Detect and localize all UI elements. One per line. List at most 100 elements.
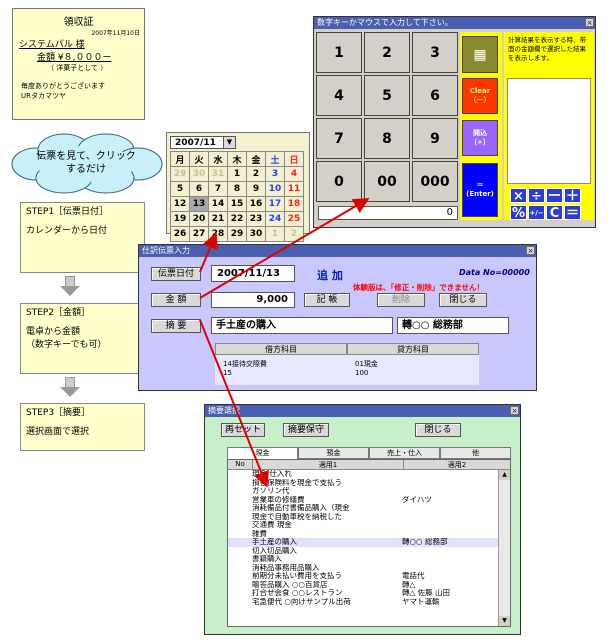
calendar-day[interactable]: 29 [227, 226, 247, 242]
calc-key[interactable]: 8 [364, 118, 410, 159]
calc-key[interactable]: 9 [412, 118, 458, 159]
list-item[interactable]: 消耗備品付書備品購入（現金 [252, 504, 350, 512]
list-item[interactable]: 現金で自動車税を納税した [252, 512, 342, 521]
tab-1[interactable]: 預金 [298, 447, 369, 459]
clear-button[interactable]: Clear （－） [462, 78, 498, 114]
tab-0[interactable]: 現金 [227, 447, 298, 459]
list-item[interactable]: 宅急便代 ○向けサンプル出荷ヤマト運輸 [252, 597, 440, 606]
calc-key[interactable]: 4 [316, 75, 362, 116]
calendar-day[interactable]: 23 [246, 211, 266, 227]
calendar-day[interactable]: 21 [208, 211, 228, 227]
close-button[interactable]: 閉じる [439, 293, 487, 307]
close-icon[interactable]: × [526, 246, 535, 255]
calc-op-key[interactable]: % [510, 205, 527, 221]
calendar-day[interactable]: 13 [189, 196, 209, 212]
calendar-day[interactable]: 9 [246, 181, 266, 197]
calendar-day[interactable]: 28 [208, 226, 228, 242]
list-item[interactable]: 営業車の修繕費ダイハツ [252, 495, 432, 504]
list-item[interactable]: 書籍購入 [252, 555, 282, 563]
calc-op-key[interactable]: × [510, 188, 527, 204]
list-item[interactable]: 損害保険料を現金で支払う [252, 478, 342, 487]
calendar-day[interactable]: 4 [284, 166, 304, 182]
calendar-month-select[interactable]: 2007/11 ▼ [170, 136, 236, 149]
calendar-day[interactable]: 15 [227, 196, 247, 212]
calendar-day[interactable]: 8 [227, 181, 247, 197]
calculator-icon-key[interactable]: ▦ [462, 36, 498, 73]
calc-key[interactable]: 00 [364, 161, 410, 202]
calendar-day[interactable]: 17 [265, 196, 285, 212]
calendar-day[interactable]: 6 [189, 181, 209, 197]
tab-3[interactable]: 他 [440, 447, 511, 459]
description-button[interactable]: 摘 要 [151, 319, 201, 333]
tab-2[interactable]: 売上・仕入 [369, 447, 440, 459]
calc-key[interactable]: 5 [364, 75, 410, 116]
calc-key[interactable]: 0 [316, 161, 362, 202]
close-icon[interactable]: × [510, 406, 519, 415]
calc-op-key[interactable]: ＋ [564, 188, 581, 204]
calendar-day[interactable]: 5 [170, 181, 190, 197]
calendar-day[interactable]: 14 [208, 196, 228, 212]
calc-op-key[interactable]: ÷ [528, 188, 545, 204]
calendar-day[interactable]: 3 [265, 166, 285, 182]
list-item[interactable]: 交通費 現金 [252, 521, 292, 529]
list-item[interactable]: 現金 仕入れ [252, 470, 292, 478]
date-button[interactable]: 伝票日付 [151, 267, 201, 281]
scroll-up-icon[interactable]: ▲ [499, 470, 510, 480]
list-item[interactable]: 前期分未払い費用を支払う電話代 [252, 572, 425, 580]
calendar-day[interactable]: 18 [284, 196, 304, 212]
list-item[interactable]: 打合せ会食 ○○レストラン轉△ 佐藤 山田 [252, 589, 451, 597]
calc-key[interactable]: 6 [412, 75, 458, 116]
maintain-button[interactable]: 摘要保守 [283, 423, 329, 437]
calendar-day[interactable]: 30 [246, 226, 266, 242]
calc-key[interactable]: 7 [316, 118, 362, 159]
list-item[interactable]: 切入切品購入 [252, 546, 297, 555]
scrollbar[interactable]: ▲ ▼ [498, 470, 510, 626]
calc-key[interactable]: 3 [412, 32, 458, 73]
calendar-day[interactable]: 25 [284, 211, 304, 227]
calendar-day[interactable]: 1 [227, 166, 247, 182]
calendar-day[interactable]: 20 [189, 211, 209, 227]
calc-op-key[interactable]: +/− [528, 205, 545, 220]
date-field[interactable]: 2007/11/13 [211, 265, 295, 282]
list-item[interactable]: 雑費 [252, 529, 267, 538]
calendar-day[interactable]: 22 [227, 211, 247, 227]
calc-key[interactable]: 000 [412, 161, 458, 202]
description-field[interactable]: 手土産の購入 [211, 317, 393, 334]
calendar-day[interactable]: 1 [265, 226, 285, 242]
calendar-day[interactable]: 30 [189, 166, 209, 182]
reset-button[interactable]: 再セット [221, 423, 265, 437]
list-item[interactable]: 贈答品購入 ○○百貨店轉△ [252, 580, 416, 589]
scroll-down-icon[interactable]: ▼ [499, 616, 510, 626]
calendar-day[interactable]: 11 [284, 181, 304, 197]
calendar-day[interactable]: 7 [208, 181, 228, 197]
calendar-day[interactable]: 31 [208, 166, 228, 182]
calendar-day[interactable]: 2 [284, 226, 304, 242]
calc-op-key[interactable]: ー [546, 188, 563, 204]
calendar-day[interactable]: 29 [170, 166, 190, 182]
calc-key[interactable]: 1 [316, 32, 362, 73]
amount-field[interactable]: 9,000 [211, 292, 295, 308]
memo-button[interactable]: 記 帳 [304, 293, 350, 307]
enter-button[interactable]: ＝ (Enter) [462, 163, 498, 217]
select-close-button[interactable]: 閉じる [415, 423, 461, 437]
close-icon[interactable]: × [585, 18, 594, 27]
calendar-day[interactable]: 26 [170, 226, 190, 242]
list-item[interactable]: 手土産の購入轉○○ 総務部 [228, 538, 500, 547]
calendar-day[interactable]: 24 [265, 211, 285, 227]
calendar-day[interactable]: 12 [170, 196, 190, 212]
calendar-day[interactable]: 2 [246, 166, 266, 182]
calendar-day[interactable]: 19 [170, 211, 190, 227]
plus-button[interactable]: 開込 （+） [462, 120, 498, 156]
calc-op-key[interactable]: ＝ [564, 205, 581, 221]
amount-button[interactable]: 金 額 [151, 293, 201, 307]
delete-button[interactable]: 削除 [377, 293, 425, 307]
list-item[interactable]: ガソリン代 [252, 487, 290, 495]
calendar-day[interactable]: 27 [189, 226, 209, 242]
list-item[interactable]: 消耗品事務用品購入 [252, 563, 320, 572]
calc-op-key[interactable]: C [546, 205, 563, 221]
description2-field[interactable]: 轉○○ 総務部 [397, 317, 509, 334]
calc-key[interactable]: 2 [364, 32, 410, 73]
calendar-day[interactable]: 16 [246, 196, 266, 212]
calendar-day[interactable]: 10 [265, 181, 285, 197]
